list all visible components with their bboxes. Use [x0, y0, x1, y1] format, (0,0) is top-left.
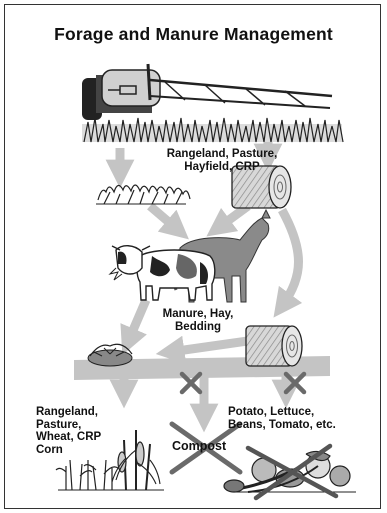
grass-field-illustration [82, 118, 343, 142]
crops-left-line: Wheat, CRP [36, 431, 146, 444]
crops-left-line: Rangeland, [36, 406, 146, 419]
manure-line: Bedding [148, 321, 248, 334]
manure-label: Manure, Hay, Bedding [148, 308, 248, 333]
vegetables-line: Potato, Lettuce, [228, 406, 380, 419]
compost-label: Compost [172, 440, 262, 453]
crops-left-label: Rangeland, Pasture, Wheat, CRP Corn [36, 406, 146, 456]
vegetables-label: Potato, Lettuce, Beans, Tomato, etc. [228, 406, 380, 431]
cow-illustration [110, 246, 215, 300]
sprayer-tractor-illustration [82, 64, 332, 120]
crops-left-line: Corn [36, 444, 146, 457]
diagram-title: Forage and Manure Management [0, 24, 387, 45]
vegetables-line: Beans, Tomato, etc. [228, 419, 380, 432]
manure-pile-illustration [88, 344, 132, 366]
land-types-line: Rangeland, Pasture, [122, 148, 322, 161]
land-types-line: Hayfield, CRP [122, 161, 322, 174]
manure-line: Manure, Hay, [148, 308, 248, 321]
hay-bale-lower-illustration [246, 326, 302, 366]
crops-left-line: Pasture, [36, 419, 146, 432]
cut-grass-illustration [96, 185, 190, 204]
land-types-label: Rangeland, Pasture, Hayfield, CRP [122, 148, 322, 173]
